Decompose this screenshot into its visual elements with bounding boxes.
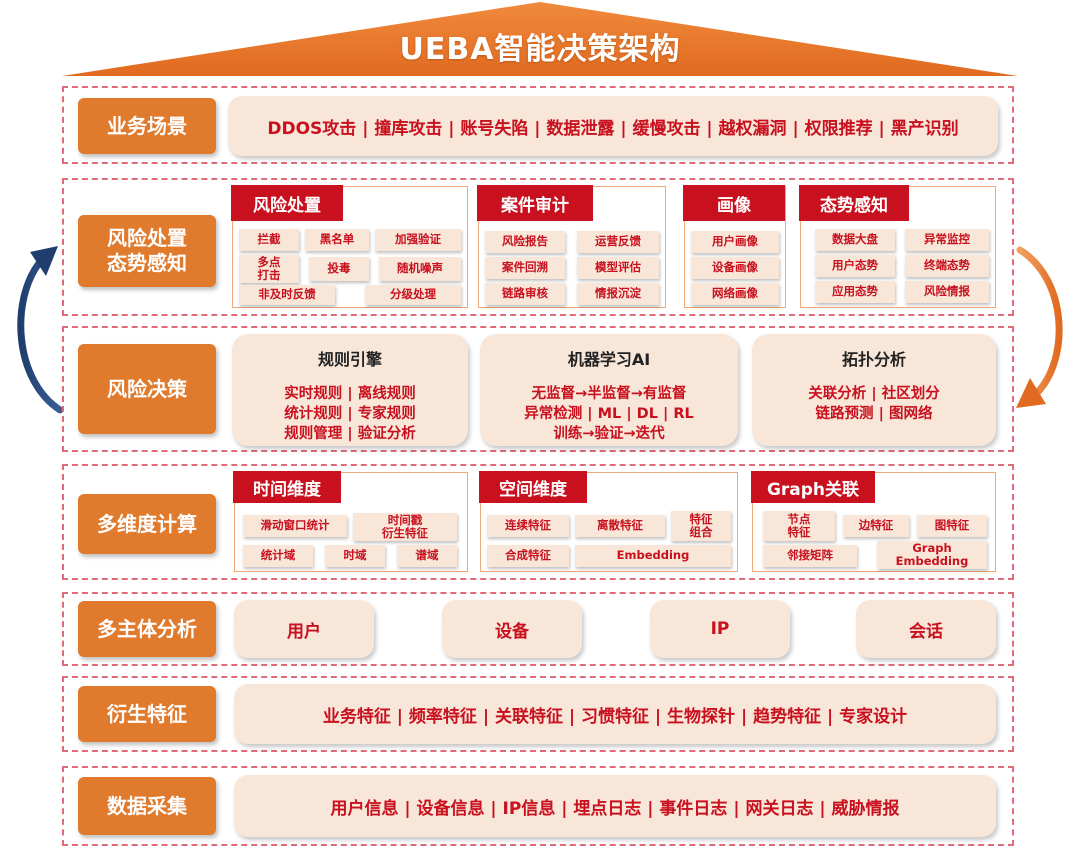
chip-blacklist: 黑名单 <box>305 229 369 251</box>
orange-down-arrow <box>1016 246 1063 398</box>
chip-user-situation: 用户态势 <box>815 255 895 277</box>
blue-up-arrow <box>17 258 64 414</box>
panel-risk-handling-title: 风险处置 <box>231 185 343 221</box>
card-topo-line: 链路预测 | 图网络 <box>815 406 933 422</box>
risk-row <box>62 178 1014 316</box>
orange-arrowhead <box>1016 378 1046 408</box>
chip-embedding: Embedding <box>575 545 731 567</box>
panel-time-title: 时间维度 <box>233 471 341 503</box>
panel-profile: 画像 用户画像 设备画像 网络画像 <box>683 185 786 308</box>
chip-user-profile: 用户画像 <box>691 231 779 253</box>
panel-time: 时间维度 滑动窗口统计 时间戳 衍生特征 统计域 时域 谱域 <box>233 471 468 572</box>
chip-data-board: 数据大盘 <box>815 229 895 251</box>
panel-situation: 态势感知 数据大盘 异常监控 用户态势 终端态势 应用态势 风险情报 <box>799 185 996 308</box>
card-rule-line: 规则管理 | 验证分析 <box>284 426 416 442</box>
entity-user: 用户 <box>234 600 374 658</box>
panel-case-audit: 案件审计 风险报告 运营反馈 案件回溯 模型评估 链路审核 情报沉淀 <box>477 185 666 308</box>
card-rule-line: 统计规则 | 专家规则 <box>284 406 416 422</box>
roof-banner <box>62 2 1018 76</box>
chip-time-domain: 时域 <box>325 545 385 567</box>
panel-graph: Graph关联 节点 特征 边特征 图特征 邻接矩阵 Graph Embeddi… <box>751 471 996 572</box>
panel-space: 空间维度 连续特征 离散特征 特征 组合 合成特征 Embedding <box>479 471 738 572</box>
chip-sliding-window: 滑动窗口统计 <box>243 515 347 537</box>
card-ml-ai-title: 机器学习AI <box>567 350 651 369</box>
entity-row <box>62 592 1014 666</box>
chip-multipoint: 多点 打击 <box>239 255 299 283</box>
chip-node-feature: 节点 特征 <box>763 511 835 541</box>
card-rule-engine-title: 规则引擎 <box>317 350 382 369</box>
chip-risk-intel: 风险情报 <box>905 281 989 303</box>
chip-feature-combo: 特征 组合 <box>671 511 731 541</box>
chip-edge-feature: 边特征 <box>843 515 909 537</box>
compute-label: 多维度计算 <box>78 494 216 554</box>
chip-synthetic-feature: 合成特征 <box>487 545 569 567</box>
chip-block: 拦截 <box>239 229 299 251</box>
chip-device-profile: 设备画像 <box>691 257 779 279</box>
chip-random-noise: 随机噪声 <box>379 257 461 281</box>
card-ml-line: 异常检测 | ML | DL | RL <box>524 406 694 422</box>
chip-spectral-domain: 谱域 <box>397 545 457 567</box>
chip-network-profile: 网络画像 <box>691 283 779 305</box>
collect-label: 数据采集 <box>78 777 216 835</box>
panel-situation-title: 态势感知 <box>799 185 909 221</box>
panel-graph-title: Graph关联 <box>751 471 875 503</box>
collect-sources: 用户信息 | 设备信息 | IP信息 | 埋点日志 | 事件日志 | 网关日志 … <box>234 775 996 837</box>
derived-label: 衍生特征 <box>78 686 216 742</box>
card-ml-line: 训练→验证→迭代 <box>553 426 665 442</box>
panel-space-title: 空间维度 <box>479 471 587 503</box>
collect-row <box>62 766 1014 846</box>
page-title: UEBA智能决策架构 <box>399 32 681 67</box>
entity-label: 多主体分析 <box>78 601 216 657</box>
risk-label-line1: 风险处置 <box>107 226 187 250</box>
chip-poison: 投毒 <box>309 257 369 281</box>
card-rule-line: 实时规则 | 离线规则 <box>284 386 416 402</box>
chip-strong-verify: 加强验证 <box>375 229 461 251</box>
card-rule-engine: 规则引擎 实时规则 | 离线规则 统计规则 | 专家规则 规则管理 | 验证分析 <box>232 334 468 446</box>
risk-label: 风险处置 态势感知 <box>78 215 216 287</box>
decision-label: 风险决策 <box>78 344 216 434</box>
chip-case-trace: 案件回溯 <box>485 257 565 279</box>
chip-model-eval: 模型评估 <box>577 257 659 279</box>
chip-intel-sediment: 情报沉淀 <box>577 283 659 305</box>
entity-ip: IP <box>650 600 790 658</box>
chip-ops-feedback: 运营反馈 <box>577 231 659 253</box>
panel-risk-handling: 风险处置 拦截 黑名单 加强验证 多点 打击 投毒 随机噪声 非及时反馈 分级处… <box>231 185 468 308</box>
blue-arrowhead <box>30 246 58 276</box>
chip-continuous-feature: 连续特征 <box>487 515 569 537</box>
business-label: 业务场景 <box>78 98 216 154</box>
chip-stat-domain: 统计域 <box>243 545 313 567</box>
decision-row <box>62 326 1014 452</box>
panel-profile-title: 画像 <box>683 185 785 221</box>
chip-graph-embedding: Graph Embedding <box>877 541 987 569</box>
chip-risk-report: 风险报告 <box>485 231 565 253</box>
chip-terminal-situation: 终端态势 <box>905 255 989 277</box>
panel-case-audit-title: 案件审计 <box>477 185 593 221</box>
entity-session: 会话 <box>856 600 996 658</box>
derived-features: 业务特征 | 频率特征 | 关联特征 | 习惯特征 | 生物探针 | 趋势特征 … <box>234 684 996 744</box>
chip-anomaly-monitor: 异常监控 <box>905 229 989 251</box>
chip-app-situation: 应用态势 <box>815 281 895 303</box>
card-ml-ai: 机器学习AI 无监督→半监督→有监督 异常检测 | ML | DL | RL 训… <box>480 334 738 446</box>
card-topology: 拓扑分析 关联分析 | 社区划分 链路预测 | 图网络 <box>752 334 996 446</box>
entity-device: 设备 <box>442 600 582 658</box>
chip-adjacency-matrix: 邻接矩阵 <box>763 545 857 567</box>
chip-graded: 分级处理 <box>365 285 461 305</box>
derived-row <box>62 676 1014 752</box>
chip-chain-review: 链路审核 <box>485 283 565 305</box>
chip-delayed-feedback: 非及时反馈 <box>239 285 335 305</box>
chip-graph-feature: 图特征 <box>917 515 987 537</box>
chip-timestamp-derived: 时间戳 衍生特征 <box>353 513 457 541</box>
chip-discrete-feature: 离散特征 <box>575 515 665 537</box>
risk-label-line2: 态势感知 <box>107 251 187 275</box>
business-scenarios: DDOS攻击 | 撞库攻击 | 账号失陷 | 数据泄露 | 缓慢攻击 | 越权漏… <box>228 96 998 156</box>
compute-row <box>62 464 1014 580</box>
card-ml-line: 无监督→半监督→有监督 <box>531 386 687 402</box>
business-row <box>62 86 1014 164</box>
card-topo-line: 关联分析 | 社区划分 <box>808 386 940 402</box>
card-topology-title: 拓扑分析 <box>841 350 906 369</box>
